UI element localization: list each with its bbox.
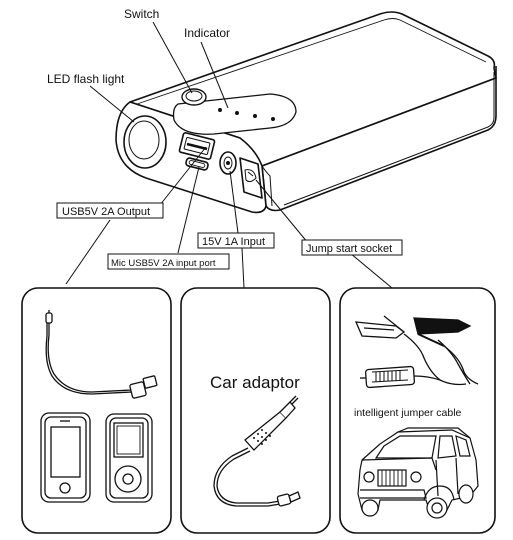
usb-devices-panel — [21, 287, 172, 534]
dc-input-label-box — [197, 232, 275, 249]
indicator-leds — [218, 108, 275, 121]
car-adaptor-title: Car adaptor — [210, 373, 300, 392]
led-flash-light — [123, 115, 167, 169]
jump-socket-label: Jump start socket — [306, 243, 392, 255]
micro-input-label: Mic USB5V 2A input port — [111, 258, 216, 269]
usb-cable-icon — [45, 310, 158, 399]
jumper-cable-icon — [354, 315, 479, 389]
usb-output-label-box — [56, 202, 164, 219]
car-adaptor-icon — [213, 395, 301, 507]
dc-input-label: 15V 1A Input — [202, 236, 265, 248]
jumper-cable-panel: intelligent jumper cable — [339, 287, 496, 534]
jumper-cable-title: intelligent jumper cable — [354, 407, 462, 419]
suv-car-icon — [357, 427, 479, 519]
callout-lines — [65, 21, 393, 289]
car-adaptor-panel: Car adaptor — [180, 287, 331, 534]
power-bank — [115, 11, 497, 214]
usb-output-port — [178, 132, 216, 160]
jump-socket-label-box — [301, 239, 403, 256]
micro-input-label-box — [107, 253, 230, 270]
jump-start-socket — [239, 157, 263, 199]
led-flash-label: LED flash light — [47, 72, 125, 86]
smartphone-icon — [40, 412, 91, 503]
switch-label: Switch — [124, 7, 159, 21]
dc-input-port — [219, 151, 237, 175]
mp3-player-icon — [105, 413, 153, 503]
usb-output-label: USB5V 2A Output — [62, 206, 150, 218]
indicator-label: Indicator — [184, 26, 230, 40]
micro-usb-port — [185, 157, 209, 171]
